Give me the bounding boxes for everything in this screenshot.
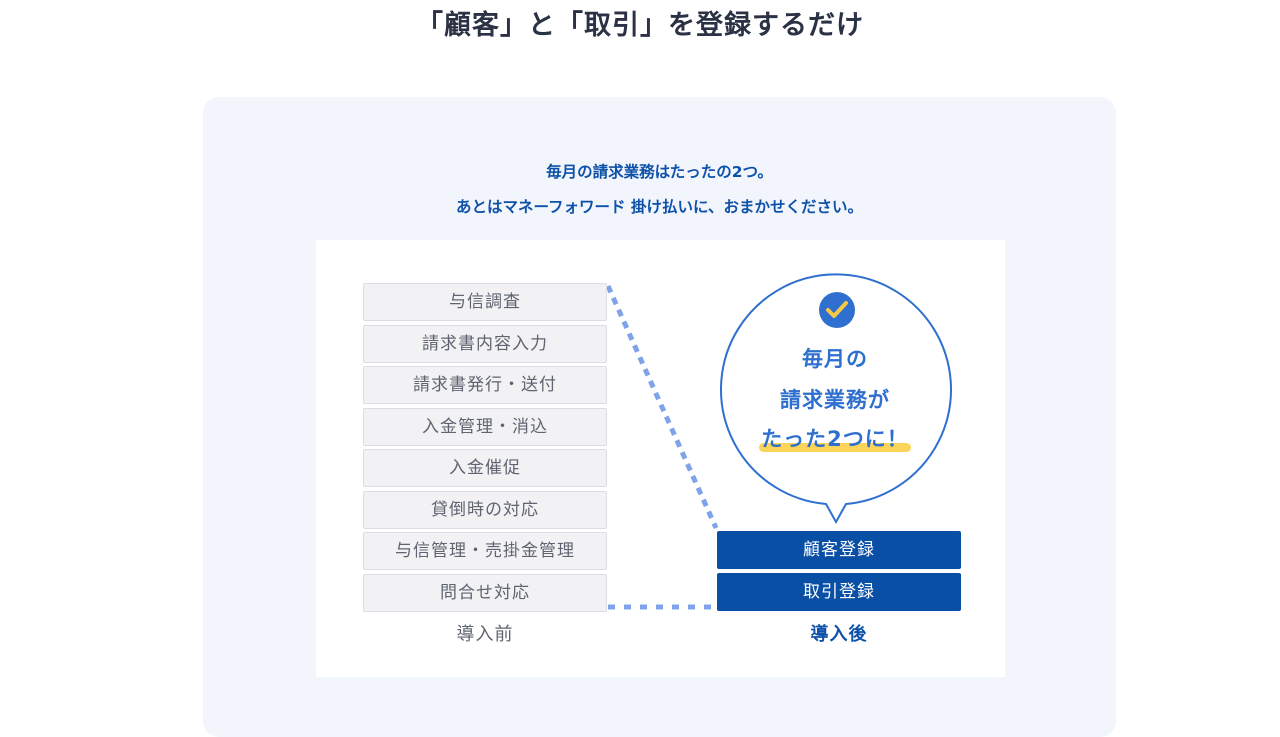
after-label: 導入後 [810,624,868,645]
check-circle-icon [819,292,855,328]
before-task-item: 入金催促 [363,449,607,487]
before-task-item: 請求書内容入力 [363,324,607,363]
after-task-transaction-registration: 取引登録 [717,573,961,611]
intro-line-1: 毎月の請求業務はたったの2つ。 [546,163,773,181]
before-task-item: 貸倒時の対応 [363,490,607,529]
after-task-customer-registration: 顧客登録 [717,531,961,569]
before-task-item: 与信管理・売掛金管理 [363,532,607,570]
bubble-line-3: たった2つに！ [720,424,950,454]
diagram-graphics [605,273,952,610]
page-title: 「顧客」と「取引」を登録するだけ [416,10,864,41]
intro-line-2: あとはマネーフォワード 掛け払いに、おまかせください。 [455,198,863,216]
before-task-item: 与信調査 [363,283,607,321]
bubble-line-2: 請求業務が [780,388,890,412]
bubble-line-1: 毎月の [802,347,868,371]
dotted-connector-top [605,284,719,530]
speech-bubble [720,273,952,525]
before-task-item: 入金管理・消込 [363,407,607,446]
before-label: 導入前 [456,624,514,645]
before-task-item: 請求書発行・送付 [363,366,607,404]
before-task-item: 問合せ対応 [363,573,607,612]
highlighted-text: たった2つに！ [759,424,911,454]
